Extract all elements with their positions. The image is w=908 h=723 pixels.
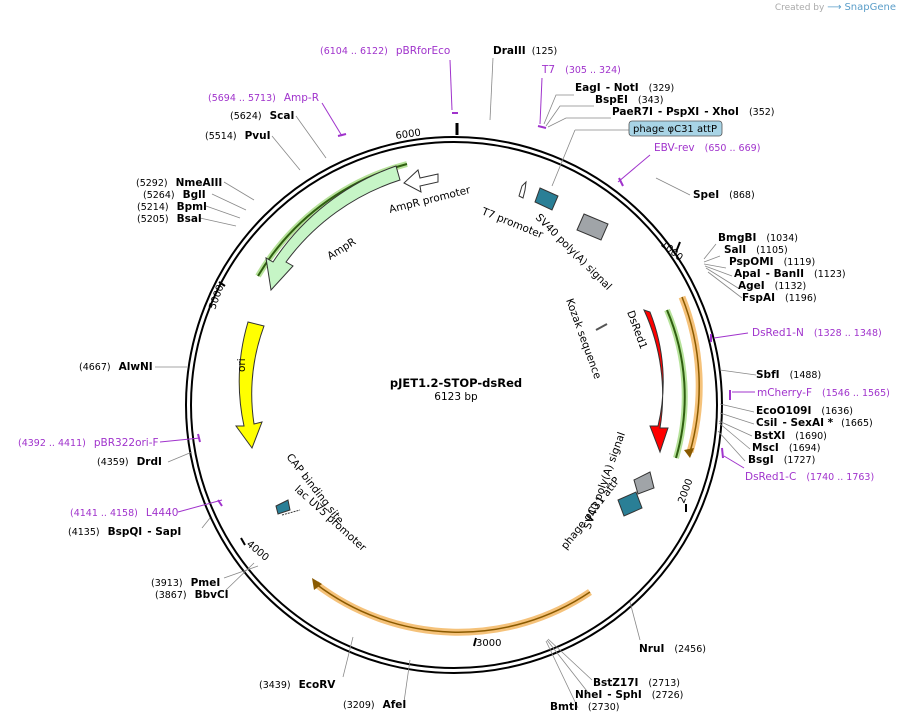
primer-amp-r: (5694 .. 5713)Amp-R [208, 92, 319, 104]
enzyme-bsai: (5205)BsaI [137, 213, 202, 225]
dsred-label: DsRed1 [624, 309, 649, 351]
enzyme-nrui: NruI(2456) [639, 643, 706, 655]
attp-callout-leader [551, 129, 576, 187]
enzyme-bspqi: (4135)BspQI- SapI [68, 526, 181, 538]
enzyme-bpmi: (5214)BpmI [137, 201, 207, 213]
enzyme-bmgbi: BmgBI(1034) [718, 232, 798, 244]
attp-top-box [534, 187, 559, 211]
enzyme-alwni: (4667)AlwNI [79, 361, 153, 373]
attp-callout: phage φC31 attP [551, 120, 723, 187]
attp-callout-box [628, 120, 723, 137]
cap-site-box [275, 499, 291, 515]
enzyme-bmti: BmtI(2730) [550, 701, 619, 713]
primer-pbr322ori-f: (4392 .. 4411)pBR322ori-F [18, 437, 159, 449]
bottom-orf-arc [313, 581, 592, 636]
lac-promoter-label: lac UV5 promoter [292, 483, 369, 554]
snapgene-brand: SnapGene [844, 2, 896, 13]
enzyme-afei: (3209)AfeI [343, 699, 406, 711]
enzyme-pvui: (5514)PvuI [205, 130, 271, 142]
enzyme-spei: SpeI(868) [693, 189, 755, 201]
lac-promoter-arrow [281, 509, 301, 516]
enzyme-pspomi: PspOMI(1119) [729, 256, 815, 268]
plasmid-name: pJET1.2-STOP-dsRed [390, 376, 522, 390]
enzyme-bstz17i: BstZ17I(2713) [593, 677, 680, 689]
primer-dsred1-c: DsRed1-C(1740 .. 1763) [745, 471, 874, 483]
enzyme-sali: SalI(1105) [724, 244, 788, 256]
dsred-orf-line [666, 309, 686, 459]
tick-1000 [675, 241, 681, 253]
right-orf-head [684, 448, 694, 458]
plasmid-size: 6123 bp [434, 391, 478, 403]
attp-bottom-label: phage φC31 attP [559, 475, 623, 552]
enzyme-agei: AgeI(1132) [738, 280, 806, 292]
attp-callout-label: phage φC31 attP [633, 124, 717, 135]
right-orf-line [681, 296, 700, 453]
enzyme-bstxi: BstXI(1690) [754, 430, 827, 442]
backbone-inner [190, 141, 718, 669]
ampr-label: AmpR [325, 236, 358, 263]
enzyme-ecoo109i: EcoO109I(1636) [756, 405, 853, 417]
bottom-orf-line [315, 583, 591, 633]
enzyme-drdi: (4359)DrdI [97, 456, 162, 468]
enzyme-pmei: (3913)PmeI [151, 577, 220, 589]
tick-label-5000: 5000 [207, 283, 226, 311]
tick-label-2000: 2000 [676, 477, 695, 505]
enzyme-nmeaiii: (5292)NmeAIII [136, 177, 222, 189]
primer-labels: (6104 .. 6122)pBRforEco T7(305 .. 324) E… [18, 45, 890, 519]
enzyme-nhei: NheI- SphI(2726) [575, 689, 683, 701]
sv40-bottom-box [633, 471, 655, 495]
tick-label-3000: 3000 [476, 638, 501, 649]
ampr-arrow [265, 165, 401, 292]
primer-mcherry-f: mCherry-F(1546 .. 1565) [757, 387, 890, 399]
enzyme-paer7i: PaeR7I- PspXI- XhoI(352) [612, 106, 774, 118]
dsred-arrow [643, 309, 669, 454]
enzyme-draiii: DraIII(125) [493, 45, 557, 57]
attp-bottom-box [617, 491, 643, 517]
enzyme-eagi: EagI- NotI(329) [575, 82, 674, 94]
tick-3000 [473, 637, 477, 647]
primer-t7: T7(305 .. 324) [541, 64, 621, 76]
sv40-top-box [576, 213, 609, 241]
primer-dsred1-n: DsRed1-N(1328 .. 1348) [752, 327, 882, 339]
enzyme-bsgi: BsgI(1727) [748, 454, 815, 466]
ampr-promoter-label: AmpR promoter [388, 184, 473, 216]
enzyme-bbvci: (3867)BbvCI [155, 589, 229, 601]
snapgene-logo: ⟶ [827, 2, 842, 13]
bottom-orf-head [312, 578, 322, 590]
primer-ebv-rev: EBV-rev(650 .. 669) [654, 142, 760, 154]
enzyme-bspei: BspEI(343) [595, 94, 663, 106]
enzyme-ecorv: (3439)EcoRV [259, 679, 336, 691]
enzyme-leaders [155, 57, 757, 709]
t7-promoter-label: T7 promoter [479, 205, 545, 241]
tick-label-6000: 6000 [395, 128, 422, 142]
enzyme-sbfi: SbfI(1488) [756, 369, 821, 381]
enzyme-bgli: (5264)BglI [143, 189, 206, 201]
tick-5000 [218, 281, 226, 287]
tick-4000 [240, 537, 246, 546]
enzyme-msci: MscI(1694) [752, 442, 820, 454]
kozak-label: Kozak sequence [563, 297, 603, 381]
enzyme-csii: CsiI- SexAI *(1665) [756, 417, 873, 429]
primer-leaders [159, 59, 755, 513]
ampr-promoter-arrow [403, 169, 439, 193]
snapgene-credit: Created by ⟶ SnapGene [775, 2, 896, 13]
credit-text: Created by [774, 3, 825, 13]
backbone-outer [185, 136, 723, 674]
t7-promoter-arrow [518, 180, 527, 199]
kozak-mark [595, 323, 608, 331]
primer-l4440: (4141 .. 4158)L4440 [70, 507, 178, 519]
enzyme-fspai: FspAI(1196) [742, 292, 817, 304]
ori-arrow [235, 321, 265, 450]
features [235, 161, 703, 636]
primer-pbrforeco: (6104 .. 6122)pBRforEco [320, 45, 450, 57]
tick-label-4000: 4000 [244, 539, 271, 564]
enzyme-scai: (5624)ScaI [230, 110, 294, 122]
enzyme-apai: ApaI- BanII(1123) [734, 268, 846, 280]
enzyme-labels: DraIII(125) EagI- NotI(329) BspEI(343) P… [68, 45, 873, 713]
ori-label: ori [236, 358, 248, 372]
